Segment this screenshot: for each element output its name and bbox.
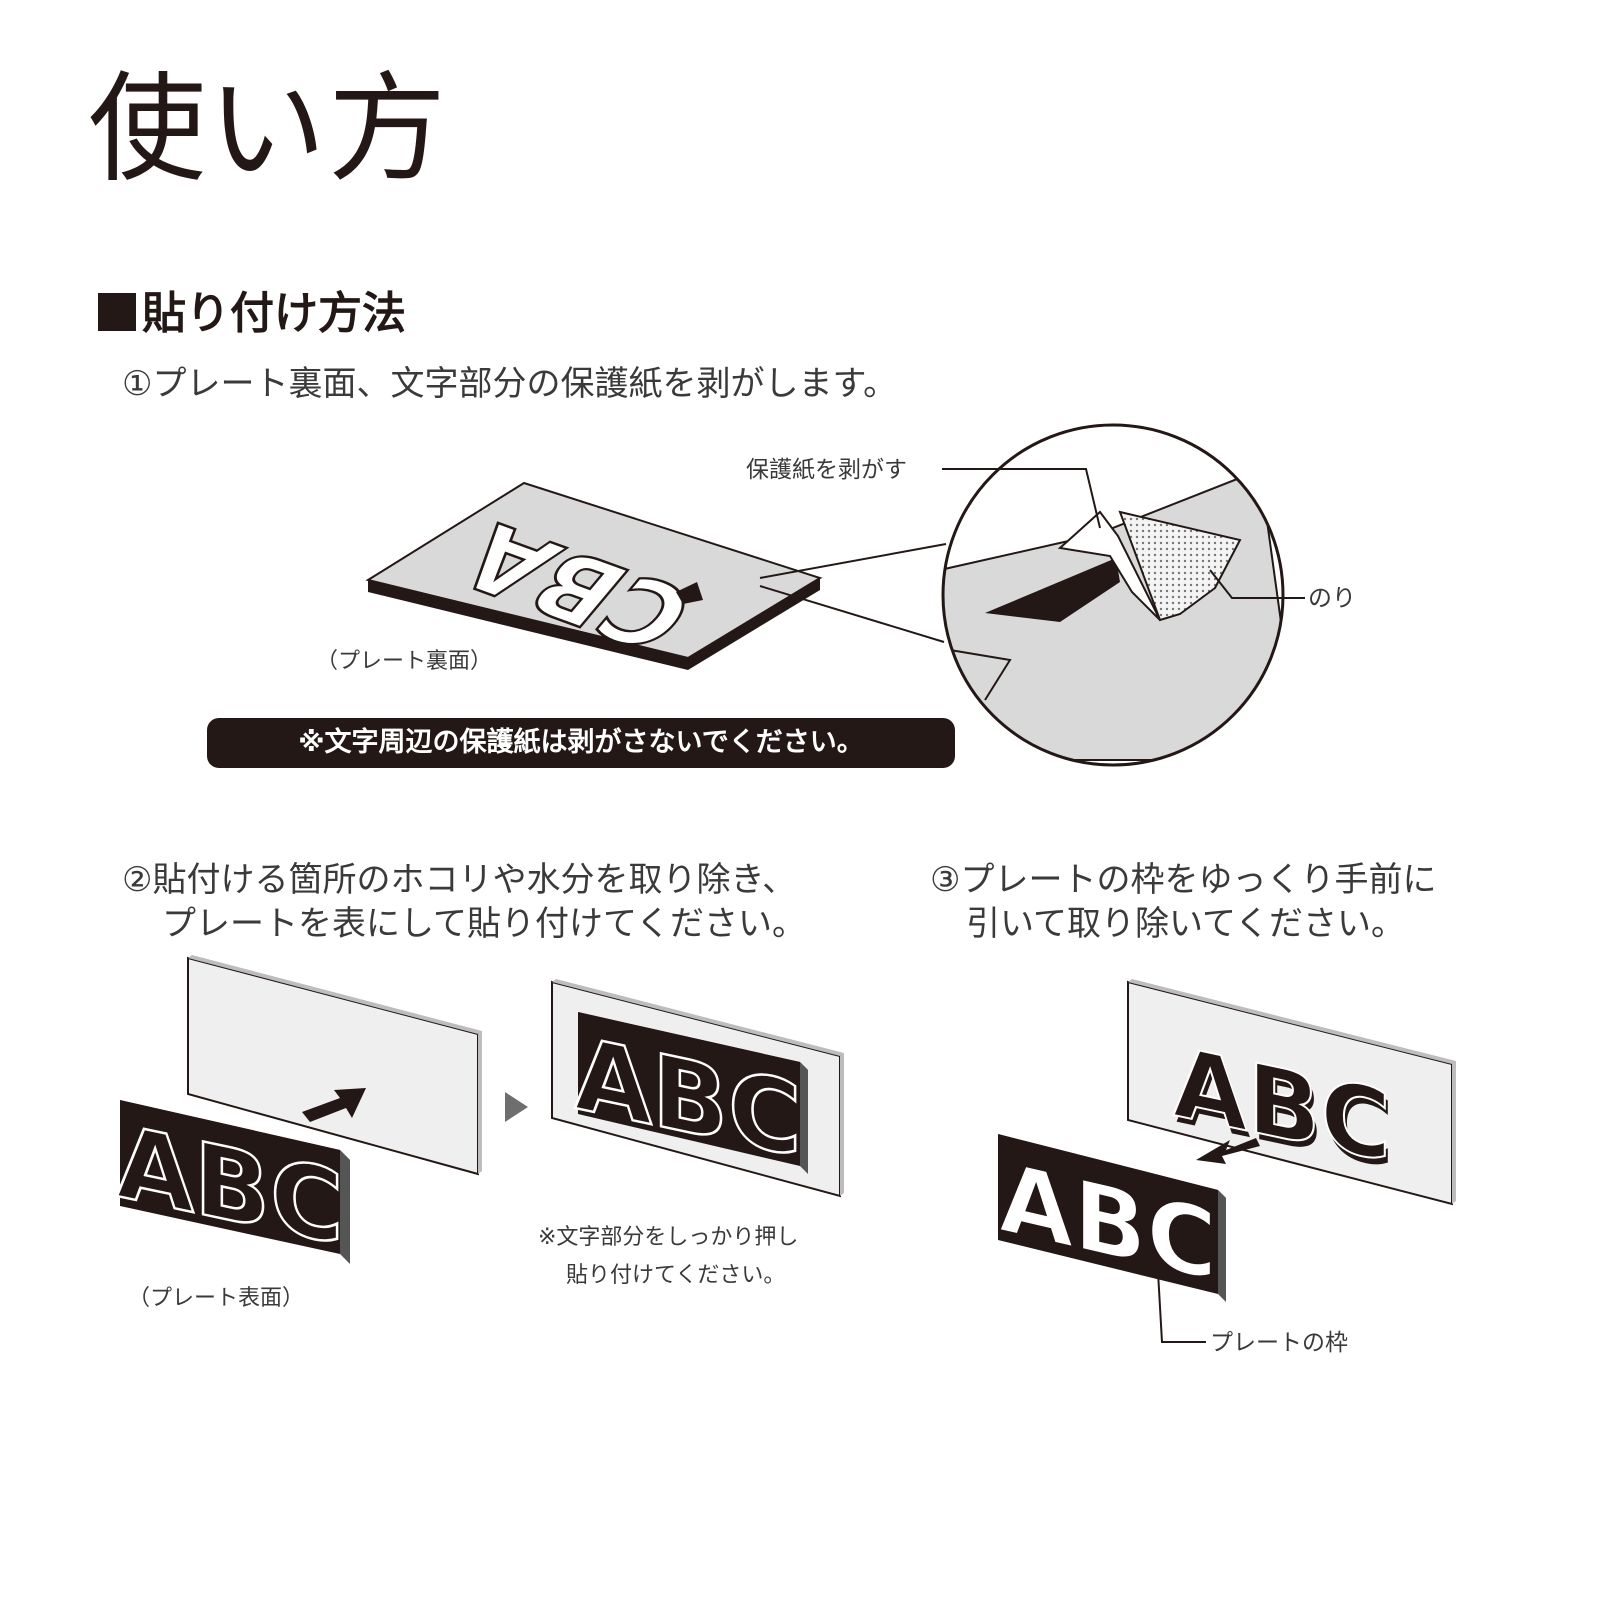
step2-note-line2: 貼り付けてください。 — [566, 1263, 785, 1288]
exposed-letter-strip — [985, 558, 1120, 622]
plate-back-side — [368, 580, 688, 670]
square-bullet-icon — [98, 293, 136, 331]
peel-leader-line — [942, 468, 1101, 529]
step2-line2: プレートを表にして貼り付けてください。 — [162, 904, 806, 944]
page-title: 使い方 — [88, 60, 449, 198]
plate-frame-letters: ABC — [999, 1141, 1217, 1303]
step2-line1: ②貼付ける箇所のホコリや水分を取り除き、 — [122, 860, 797, 900]
step1-instruction: ①プレート裏面、文字部分の保護紙を剥がします。 — [122, 364, 898, 404]
step3-instruction: ③プレートの枠をゆっくり手前に 引いて取り除いてください。 — [930, 858, 1436, 946]
step3-arrow-icon — [1196, 1138, 1260, 1164]
zoom-callout-line-bottom — [759, 585, 945, 643]
peeled-a-segment — [676, 582, 703, 604]
glue-leader-line — [1209, 569, 1305, 599]
plate-back-face — [365, 481, 823, 660]
frame-label: プレートの枠 — [1210, 1330, 1348, 1356]
section-heading-text: 貼り付け方法 — [142, 288, 406, 339]
glue-label: のり — [1308, 584, 1356, 612]
step2-note-line1: ※文字部分をしっかり押し — [538, 1225, 798, 1250]
step3-wall: ABC ABC — [1127, 979, 1456, 1206]
zoom-callout-line-top — [759, 543, 947, 579]
step-next-triangle-icon — [505, 1092, 528, 1122]
step2-wall-after: ABC — [551, 979, 844, 1198]
warning-banner: ※文字周辺の保護紙は剥がさないでください。 — [207, 718, 955, 768]
step2-arrow-icon — [302, 1088, 366, 1122]
zoom-detail — [941, 423, 1285, 767]
plate-back-label: （プレート裏面） — [316, 649, 492, 674]
section-heading: 貼り付け方法 — [98, 292, 406, 336]
step2-instruction: ②貼付ける箇所のホコリや水分を取り除き、 プレートを表にして貼り付けてください。 — [122, 858, 806, 946]
glue-area — [1118, 510, 1242, 622]
plate-back-side-right — [688, 578, 820, 670]
plate-back-illustration: CBA — [365, 481, 823, 670]
step2-wall-before — [187, 955, 482, 1176]
plate-front-label: （プレート表面） — [128, 1286, 304, 1311]
peel-label: 保護紙を剥がす — [746, 457, 907, 483]
frame-leader-line — [1157, 1271, 1206, 1343]
step3-line1: ③プレートの枠をゆっくり手前に — [930, 860, 1437, 900]
plate-frame-illustration: ABC — [998, 1134, 1226, 1304]
step3-line2: 引いて取り除いてください。 — [966, 904, 1405, 944]
